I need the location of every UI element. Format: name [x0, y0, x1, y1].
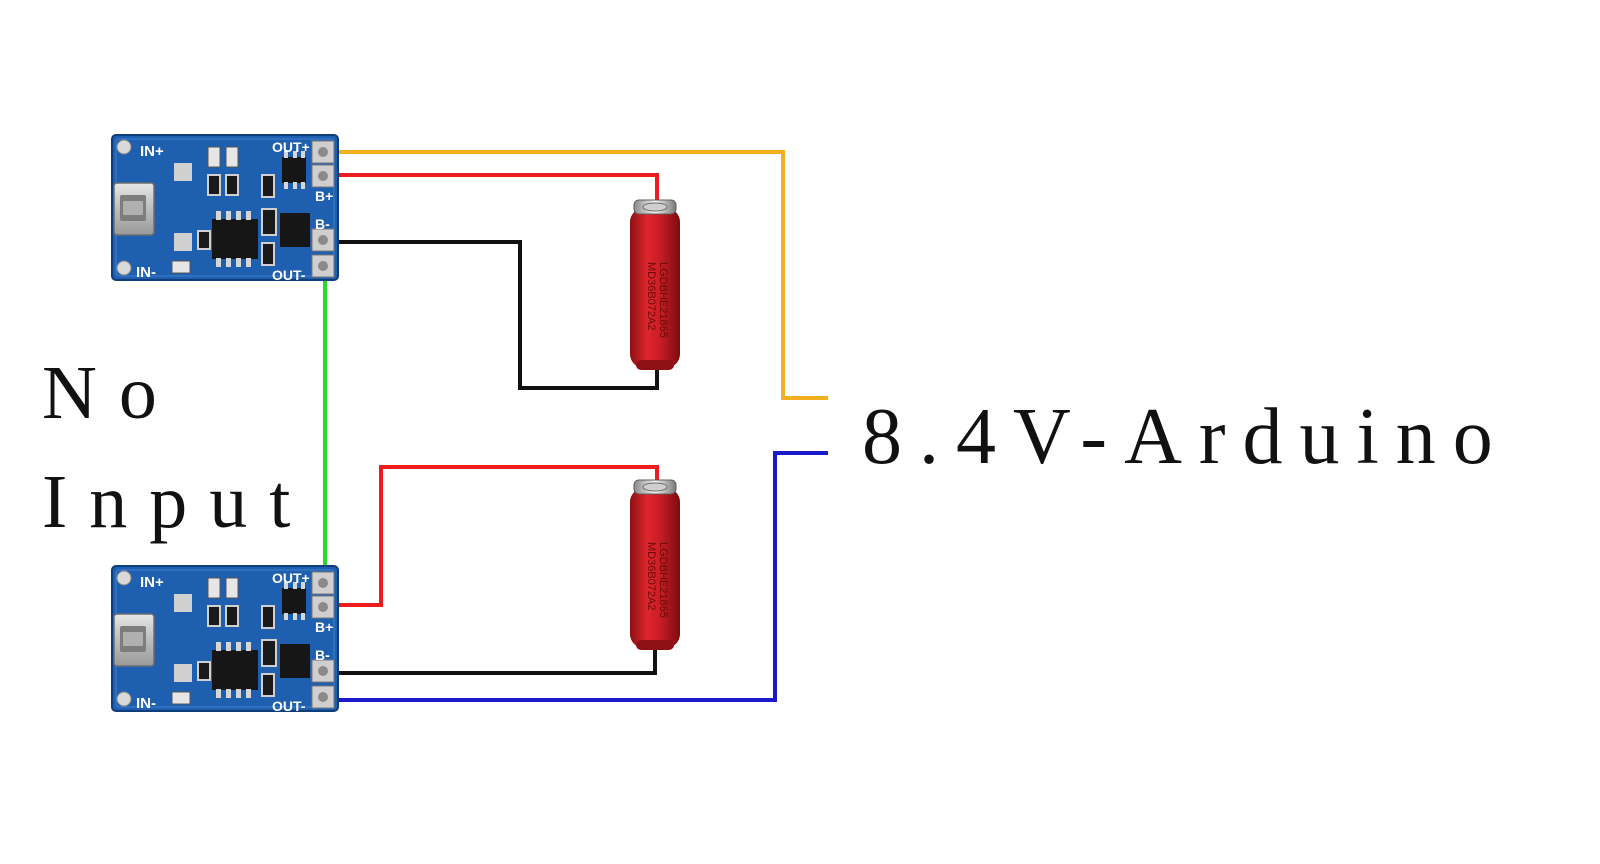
pin-label-in-plus: IN+: [140, 143, 164, 160]
wire-out-minus: [325, 451, 828, 702]
charger-module-bottom: IN+ IN- OUT+ B+ B- OUT-: [111, 565, 339, 714]
pin-label-b-plus: B+: [315, 619, 333, 635]
pin-label-out-plus: OUT+: [272, 139, 310, 155]
wire-bottom-battery-plus: [325, 465, 659, 607]
output-label: 8.4V-Arduino: [862, 393, 1510, 481]
battery-top: LGDBHE21865 MD36B072A2: [629, 199, 681, 371]
pin-label-b-minus: B-: [315, 216, 330, 232]
wire-bottom-battery-minus: [325, 650, 657, 675]
pin-label-in-minus: IN-: [136, 264, 156, 281]
pin-label-out-minus: OUT-: [272, 267, 306, 283]
no-input-label-line2: Input: [42, 460, 312, 544]
wire-top-battery-plus: [325, 173, 659, 205]
no-input-label-line1: No: [42, 351, 179, 435]
pin-label-in-plus: IN+: [140, 574, 164, 591]
battery-print-line2: MD36B072A2: [645, 542, 657, 611]
pin-label-out-plus: OUT+: [272, 570, 310, 586]
wire-out-plus: [325, 150, 828, 400]
pin-label-b-plus: B+: [315, 188, 333, 204]
pin-label-out-minus: OUT-: [272, 698, 306, 714]
pin-label-b-minus: B-: [315, 647, 330, 663]
battery-bottom: LGDBHE21865 MD36B072A2: [629, 479, 681, 651]
battery-print-line1: LGDBHE21865: [657, 542, 669, 618]
charger-module-top: IN+ IN- OUT+ B+ B- OUT-: [111, 134, 339, 283]
pin-label-in-minus: IN-: [136, 695, 156, 712]
battery-print-line1: LGDBHE21865: [657, 262, 669, 338]
battery-print-line2: MD36B072A2: [645, 262, 657, 331]
wire-top-battery-minus: [325, 240, 659, 390]
